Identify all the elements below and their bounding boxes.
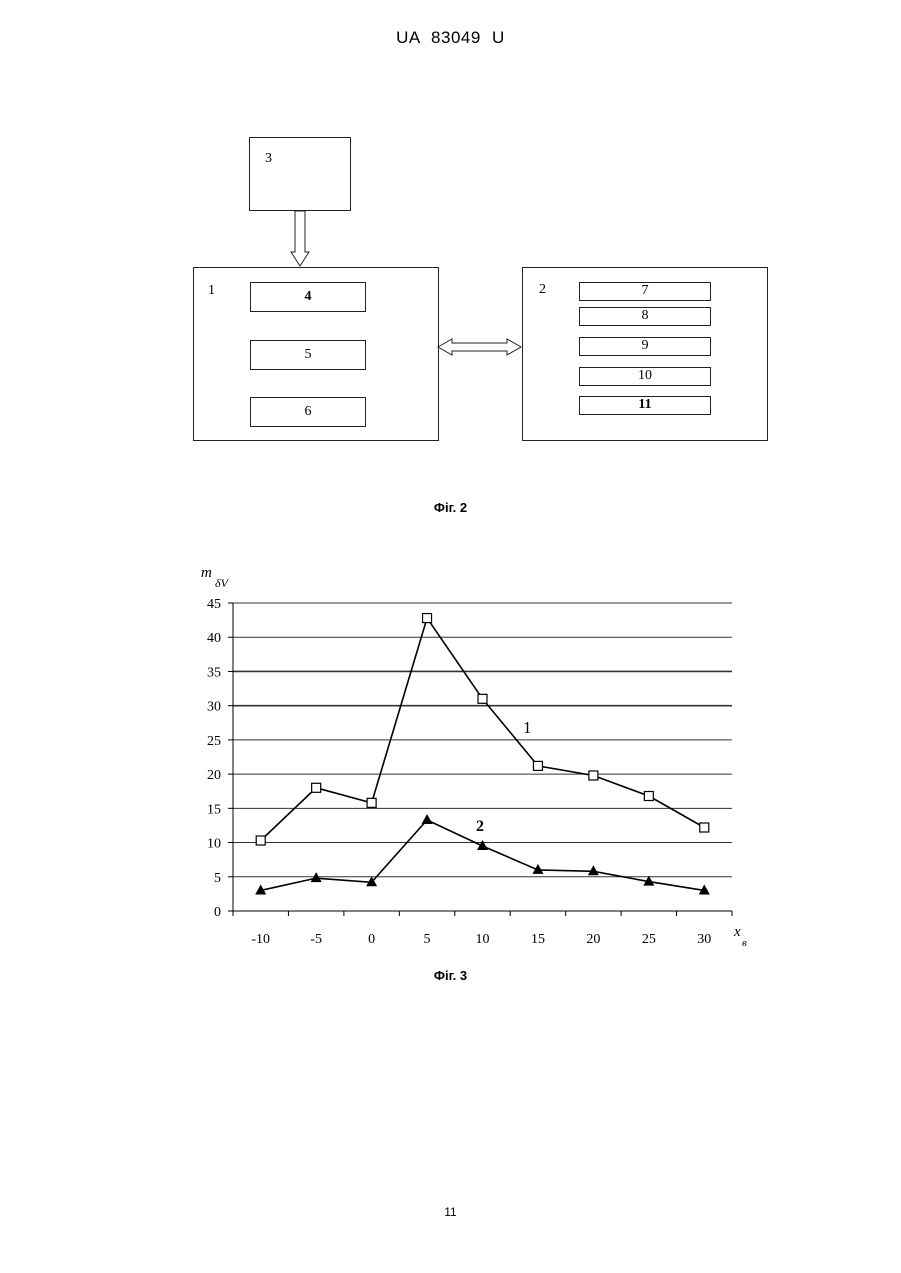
x-tick-label-15: 15 (531, 932, 545, 947)
double-arrow-1-to-2 (438, 339, 521, 355)
y-tick-label-10: 10 (207, 837, 221, 852)
series-2-point-3 (422, 814, 433, 824)
series-1-point-0 (256, 836, 265, 845)
x-tick-label-25: 25 (642, 932, 656, 947)
series-1-point-6 (589, 771, 598, 780)
y-tick-label-0: 0 (214, 905, 221, 920)
y-tick-label-25: 25 (207, 734, 221, 749)
x-axis-label-subscript: в (742, 937, 747, 949)
series-1-point-2 (367, 798, 376, 807)
x-tick-label-10: 10 (476, 932, 490, 947)
y-axis-label: m (201, 565, 212, 581)
series-1-point-3 (423, 614, 432, 623)
x-tick-label--10: -10 (251, 932, 270, 947)
series-1-line (261, 618, 705, 840)
y-tick-label-5: 5 (214, 871, 221, 886)
arrow-down-3-to-1 (291, 211, 309, 266)
chart-axes: 0 5 10 15 20 25 30 35 40 45 -10 -5 0 5 10 15 20 25 30 (207, 597, 732, 947)
series-1-point-4 (478, 694, 487, 703)
series-1-point-8 (700, 823, 709, 832)
figure-3-chart: 051015202530354045-10-5051015202530 12 m… (0, 550, 901, 960)
y-axis-label-subscript: δV (215, 576, 230, 590)
x-tick-label-5: 5 (424, 932, 431, 947)
series-1-point-1 (312, 783, 321, 792)
series-2-point-6 (588, 865, 599, 875)
figure-2-caption: Фіг. 2 (0, 500, 901, 515)
y-tick-label-15: 15 (207, 802, 221, 817)
x-tick-label--5: -5 (310, 932, 322, 947)
series-1-point-7 (644, 792, 653, 801)
y-tick-label-30: 30 (207, 700, 221, 715)
y-tick-label-40: 40 (207, 631, 221, 646)
x-tick-label-30: 30 (697, 932, 711, 947)
series-1-point-5 (533, 761, 542, 770)
page-number: 11 (0, 1205, 901, 1219)
y-tick-label-45: 45 (207, 597, 221, 612)
x-tick-label-0: 0 (368, 932, 375, 947)
y-tick-label-20: 20 (207, 768, 221, 783)
chart-series: 12 (255, 614, 710, 895)
x-axis-label: x (733, 924, 741, 940)
x-tick-label-20: 20 (586, 932, 600, 947)
series-2-label: 2 (476, 818, 484, 835)
figure-3-caption: Фіг. 3 (0, 968, 901, 983)
chart-grid (233, 603, 732, 877)
figure-2-block-diagram: 3 1 4 5 6 2 7 8 9 10 11 (0, 0, 901, 460)
y-tick-label-35: 35 (207, 665, 221, 680)
series-1-label: 1 (523, 718, 532, 737)
